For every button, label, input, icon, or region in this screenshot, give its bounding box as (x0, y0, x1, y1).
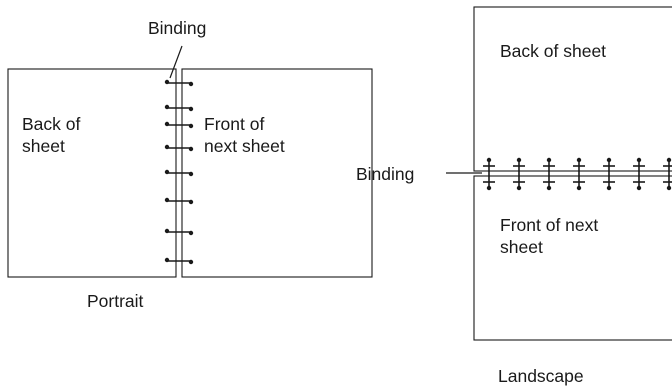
binding-ring (164, 79, 194, 87)
landscape-binding-rings (483, 157, 672, 191)
binding-ring (513, 157, 525, 191)
binding-ring (164, 197, 194, 205)
binding-ring (483, 157, 495, 191)
binding-ring (573, 157, 585, 191)
portrait-binding-leader (169, 45, 183, 79)
landscape-back-sheet-label: Back of sheet (500, 41, 606, 61)
binding-ring (603, 157, 615, 191)
landscape-diagram: Binding Back of sheet Front of next shee… (356, 6, 672, 386)
binding-ring (164, 228, 194, 236)
landscape-caption: Landscape (498, 366, 584, 386)
portrait-front-sheet-label: Front of next sheet (204, 114, 285, 156)
landscape-front-sheet-label: Front of next sheet (500, 215, 603, 257)
portrait-caption: Portrait (87, 291, 144, 311)
portrait-front-sheet (181, 68, 373, 278)
binding-ring (164, 104, 194, 112)
binding-ring (663, 157, 672, 191)
binding-ring (164, 144, 194, 152)
portrait-diagram: Binding Back of sheet Front of next shee… (7, 18, 373, 311)
landscape-binding-label: Binding (356, 164, 414, 184)
portrait-back-sheet-label: Back of sheet (22, 114, 85, 156)
portrait-binding-label: Binding (148, 18, 206, 38)
binding-ring (164, 257, 194, 265)
landscape-back-sheet (473, 6, 672, 172)
binding-ring (164, 169, 194, 177)
binding-ring (633, 157, 645, 191)
portrait-back-sheet (7, 68, 177, 278)
binding-ring (543, 157, 555, 191)
portrait-binding-rings (164, 79, 194, 265)
binding-ring (164, 121, 194, 129)
landscape-front-sheet (473, 175, 672, 341)
